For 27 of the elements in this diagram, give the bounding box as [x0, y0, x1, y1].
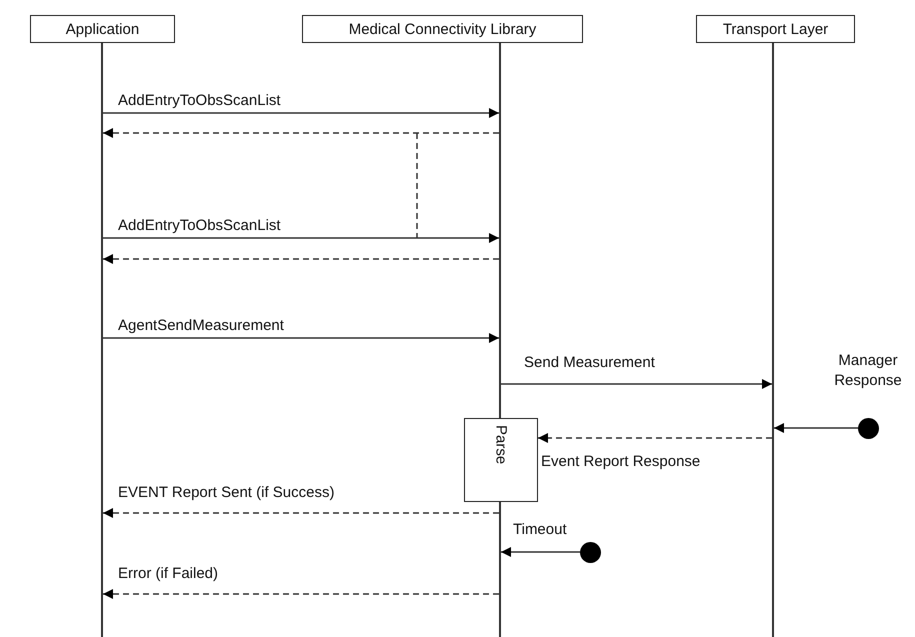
message-arrow	[103, 254, 499, 264]
start-dot	[580, 542, 601, 563]
edge-label: EVENT Report Sent (if Success)	[118, 484, 334, 502]
message-arrow	[501, 547, 580, 557]
lifeline	[772, 43, 774, 637]
message-arrow	[103, 589, 499, 599]
node-caption: Manager Response	[833, 351, 903, 391]
start-dot	[858, 418, 879, 439]
activation-box	[464, 418, 538, 502]
message-arrow	[103, 108, 499, 118]
message-arrow	[103, 233, 499, 243]
participant-box: Application	[30, 15, 175, 43]
message-arrow	[103, 508, 499, 518]
message-arrow	[501, 379, 772, 389]
box-label: Parse	[492, 425, 510, 464]
participant-box: Transport Layer	[696, 15, 855, 43]
message-arrow	[103, 128, 499, 138]
edge-label: Error (if Failed)	[118, 565, 218, 583]
message-arrow	[774, 423, 858, 433]
participant-box: Medical Connectivity Library	[302, 15, 583, 43]
edge-label: AddEntryToObsScanList	[118, 92, 281, 110]
edge-label: Event Report Response	[541, 453, 700, 471]
lifeline	[101, 43, 103, 637]
message-arrow	[538, 433, 772, 443]
message-arrow	[103, 333, 499, 343]
edge-label: AddEntryToObsScanList	[118, 217, 281, 235]
edge-label: AgentSendMeasurement	[118, 317, 284, 335]
